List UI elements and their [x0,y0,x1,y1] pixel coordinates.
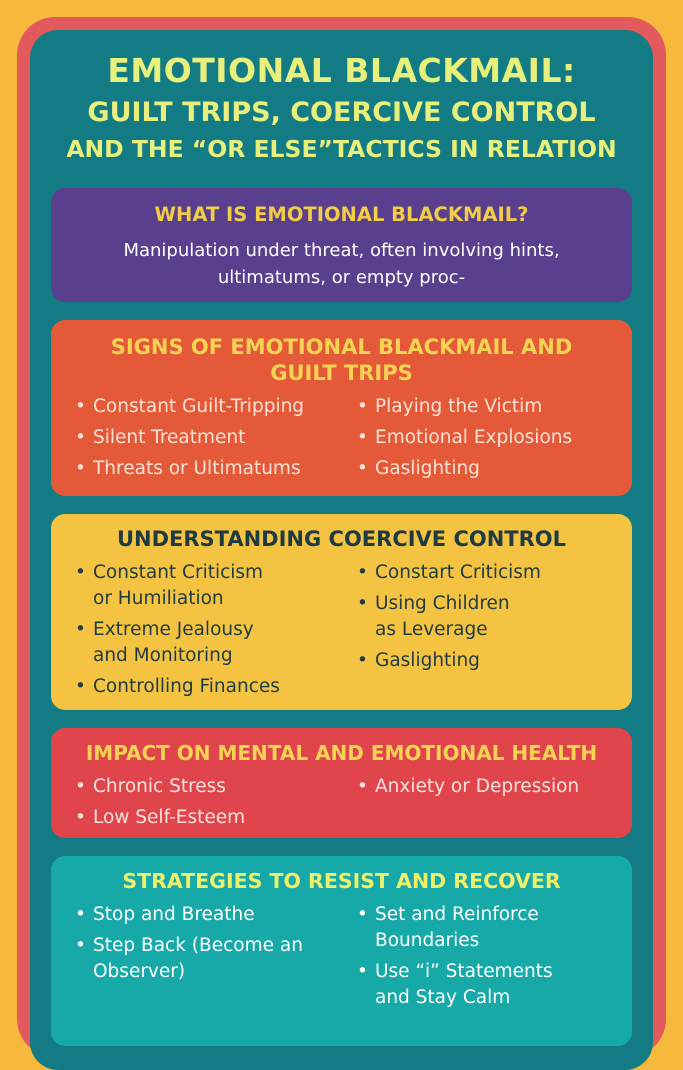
what-is-card: WHAT IS EMOTIONAL BLACKMAIL? Manipulatio… [51,188,632,302]
list-item: Constant Criticism or Humiliation [75,560,283,612]
list-item: Playing the Victim [357,394,619,420]
signs-card: SIGNS OF EMOTIONAL BLACKMAIL AND GUILT T… [51,320,632,496]
impact-card: IMPACT ON MENTAL AND EMOTIONAL HEALTH Ch… [51,728,632,838]
list-item: Extreme Jealousy and Monitoring [75,617,283,669]
what-is-heading: WHAT IS EMOTIONAL BLACKMAIL? [154,203,529,226]
list-item: Silent Treatment [75,425,357,451]
list-item: Threats or Ultimatums [75,456,357,482]
list-item: Emotional Explosions [357,425,619,451]
coercive-control-card: UNDERSTANDING COERCIVE CONTROL Constant … [51,514,632,710]
list-item: Using Children as Leverage [357,591,525,643]
what-is-description: Manipulation under threat, often involvi… [123,240,560,289]
list-item: Stop and Breathe [75,902,357,928]
list-item: Controlling Finances [75,674,357,700]
list-item: Low Self-Esteem [75,805,357,831]
title-line-2: GUILT TRIPS, COERCIVE CONTROL [87,97,596,128]
coercive-control-heading: UNDERSTANDING COERCIVE CONTROL [116,527,567,551]
list-item: Chronic Stress [75,774,357,800]
list-item: Constant Guilt-Tripping [75,394,357,420]
impact-list-right: Anxiety or Depression [357,774,619,836]
coercive-list-left: Constant Criticism or Humiliation Extrem… [75,560,357,705]
strategies-heading: STRATEGIES TO RESIST AND RECOVER [122,869,561,893]
list-item: Set and Reinforce Boundaries [357,902,575,954]
list-item: Gaslighting [357,648,619,674]
list-item: Use “i” Statements and Stay Calm [357,959,575,1011]
page-title: EMOTIONAL BLACKMAIL: GUILT TRIPS, COERCI… [30,54,653,162]
list-item: Gaslighting [357,456,619,482]
coercive-list-right: Constart Criticism Using Children as Lev… [357,560,619,705]
signs-list-right: Playing the Victim Emotional Explosions … [357,394,619,487]
list-item: Step Back (Become an Observer) [75,933,323,985]
list-item: Anxiety or Depression [357,774,619,800]
title-line-3: AND THE “OR ELSE”TACTICS IN RELATION [66,135,617,163]
strategies-list-right: Set and Reinforce Boundaries Use “i” Sta… [357,902,619,1016]
title-line-1: EMOTIONAL BLACKMAIL: [107,51,576,90]
impact-heading: IMPACT ON MENTAL AND EMOTIONAL HEALTH [85,741,598,765]
signs-heading: SIGNS OF EMOTIONAL BLACKMAIL AND GUILT T… [110,335,573,385]
impact-list-left: Chronic Stress Low Self-Esteem [75,774,357,836]
list-item: Constart Criticism [357,560,619,586]
signs-list-left: Constant Guilt-Tripping Silent Treatment… [75,394,357,487]
strategies-card: STRATEGIES TO RESIST AND RECOVER Stop an… [51,856,632,1046]
strategies-list-left: Stop and Breathe Step Back (Become an Ob… [75,902,357,1016]
